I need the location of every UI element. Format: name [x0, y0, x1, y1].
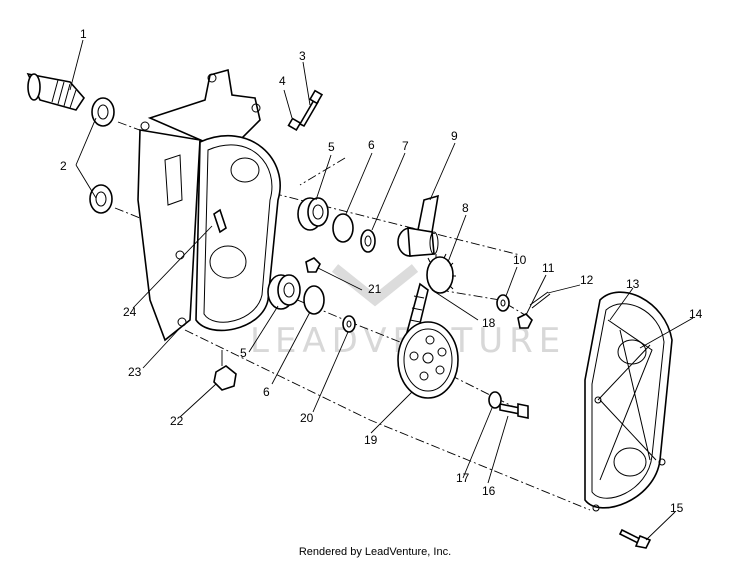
footer-credit: Rendered by LeadVenture, Inc.	[298, 546, 452, 558]
callout-14: 14	[689, 307, 703, 321]
bolt-part-3	[298, 89, 324, 128]
callout-16: 16	[482, 484, 496, 498]
callout-1: 1	[80, 27, 87, 41]
callout-9: 9	[451, 129, 458, 143]
snap-ring-part-upper	[332, 213, 354, 243]
stud-part-24	[213, 208, 227, 234]
bearing-part-lower	[267, 274, 301, 310]
callout-labels: 1 2 3 4 5 6 7 8 9 10 11 12 13 14 15 16 1…	[60, 27, 703, 515]
top-sprocket-part	[426, 253, 456, 294]
callout-5-upper: 5	[328, 140, 335, 154]
callout-2: 2	[60, 159, 67, 173]
callout-17: 17	[456, 471, 470, 485]
callout-4: 4	[279, 74, 286, 88]
callout-10: 10	[513, 253, 527, 267]
callout-22: 22	[170, 414, 184, 428]
nut-part-21	[305, 257, 321, 273]
cotter-pin-part-12	[529, 291, 551, 309]
callout-6-lower: 6	[263, 385, 270, 399]
nut-part-4	[287, 117, 302, 132]
drive-shaft-part	[26, 72, 86, 111]
callout-5-lower: 5	[240, 346, 247, 360]
leader-lines	[69, 39, 694, 541]
nut-part-11	[517, 313, 533, 329]
callout-11: 11	[542, 261, 555, 275]
callout-6-upper: 6	[368, 138, 375, 152]
seal-part-lower	[89, 184, 113, 214]
callout-20: 20	[300, 411, 314, 425]
callout-24: 24	[123, 305, 137, 319]
callout-7: 7	[402, 139, 409, 153]
drain-plug-part	[213, 350, 237, 391]
chaincase-housing-part	[137, 68, 281, 342]
washer-part-20	[342, 315, 356, 333]
chaincase-cover-part	[584, 291, 673, 512]
callout-18: 18	[482, 316, 496, 330]
bolt-part-16	[499, 403, 529, 419]
bottom-sprocket-part	[397, 321, 459, 399]
callout-13: 13	[626, 277, 640, 291]
callout-8: 8	[462, 201, 469, 215]
spacer-part-7	[360, 229, 376, 253]
tensioner-arm-part	[397, 194, 439, 257]
snap-ring-part-lower	[303, 285, 325, 315]
bearing-part-upper	[297, 197, 329, 231]
washer-part-17	[488, 391, 502, 409]
callout-19: 19	[364, 433, 378, 447]
callout-12: 12	[580, 273, 594, 287]
callout-15: 15	[670, 501, 684, 515]
seal-part-upper	[91, 97, 115, 127]
callout-3: 3	[299, 49, 306, 63]
washer-part-10	[496, 294, 510, 312]
callout-21: 21	[368, 282, 382, 296]
callout-23: 23	[128, 365, 142, 379]
